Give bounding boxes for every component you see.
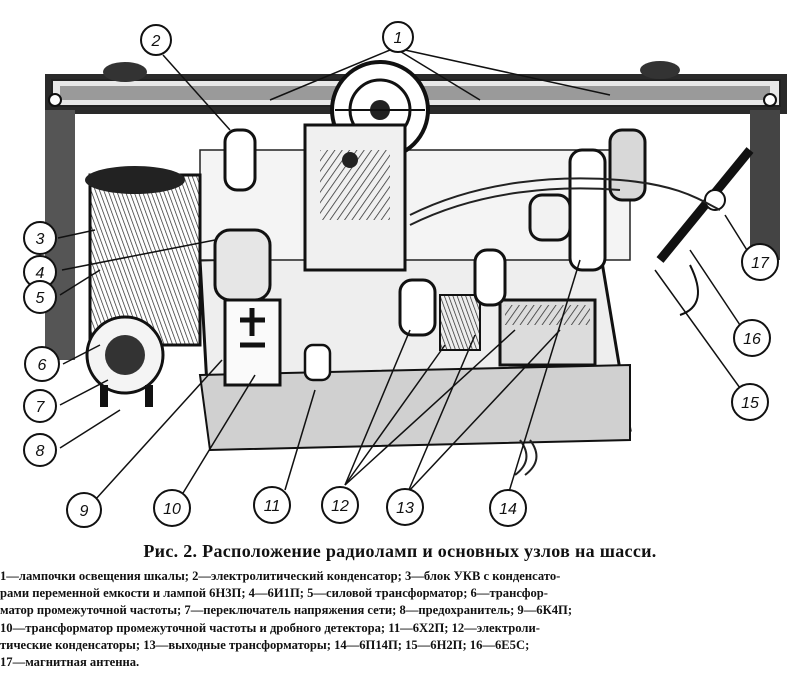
callout-2: 2 xyxy=(140,24,172,56)
leader-lines xyxy=(57,49,751,501)
legend-line: 1—лампочки освещения шкалы; 2—электролит… xyxy=(0,569,561,583)
svg-text:4: 4 xyxy=(36,265,45,282)
output-transformer xyxy=(439,294,597,367)
callout-3: 3 xyxy=(23,221,57,255)
voltage-switch xyxy=(85,315,165,407)
svg-text:16: 16 xyxy=(743,331,761,348)
callouts: 1 2 3 4 5 6 7 xyxy=(23,21,779,528)
svg-text:11: 11 xyxy=(264,498,281,515)
callout-7: 7 xyxy=(23,389,57,423)
legend-line: 17—магнитная антенна. xyxy=(0,654,140,669)
legend-line: 10—трансформатор промежуточной частоты и… xyxy=(0,620,540,635)
if-transformer xyxy=(223,298,282,387)
power-transformer xyxy=(85,166,202,347)
figure-legend: 1—лампочки освещения шкалы; 2—электролит… xyxy=(0,568,800,671)
callout-11: 11 xyxy=(253,486,291,524)
svg-text:15: 15 xyxy=(741,395,759,412)
callout-16: 16 xyxy=(733,319,771,357)
svg-text:10: 10 xyxy=(163,501,181,518)
chassis-illustration: 1 2 3 4 5 6 7 xyxy=(23,21,787,528)
svg-text:6: 6 xyxy=(38,357,47,374)
vhf-block xyxy=(303,123,407,272)
svg-text:12: 12 xyxy=(331,498,349,515)
callout-17: 17 xyxy=(741,243,779,281)
svg-text:5: 5 xyxy=(36,290,45,307)
svg-text:3: 3 xyxy=(36,231,45,248)
svg-text:7: 7 xyxy=(36,399,46,416)
wiring xyxy=(409,177,721,476)
callout-1: 1 xyxy=(382,21,414,53)
svg-text:9: 9 xyxy=(80,503,89,520)
callout-10: 10 xyxy=(153,489,191,527)
callout-14: 14 xyxy=(489,489,527,527)
legend-line: рами переменной емкости и лампой 6Н3П; 4… xyxy=(0,586,548,601)
svg-text:13: 13 xyxy=(396,500,414,517)
svg-text:14: 14 xyxy=(499,501,517,518)
callout-8: 8 xyxy=(23,433,57,467)
callout-12: 12 xyxy=(321,486,359,524)
svg-text:2: 2 xyxy=(151,33,161,50)
legend-line: тические конденсаторы; 13—выходные транс… xyxy=(0,637,530,652)
callout-9: 9 xyxy=(66,492,102,528)
svg-text:8: 8 xyxy=(36,443,45,460)
svg-text:17: 17 xyxy=(751,255,770,272)
svg-text:1: 1 xyxy=(394,30,403,47)
callout-13: 13 xyxy=(386,488,424,526)
legend-line: матор промежуточной частоты; 7—переключа… xyxy=(0,603,573,618)
callout-15: 15 xyxy=(731,383,769,421)
callout-6: 6 xyxy=(24,346,60,382)
callout-5: 5 xyxy=(23,280,57,314)
vacuum-tubes xyxy=(213,128,647,382)
figure-caption-title: Рис. 2. Расположение радиоламп и основны… xyxy=(143,541,657,561)
